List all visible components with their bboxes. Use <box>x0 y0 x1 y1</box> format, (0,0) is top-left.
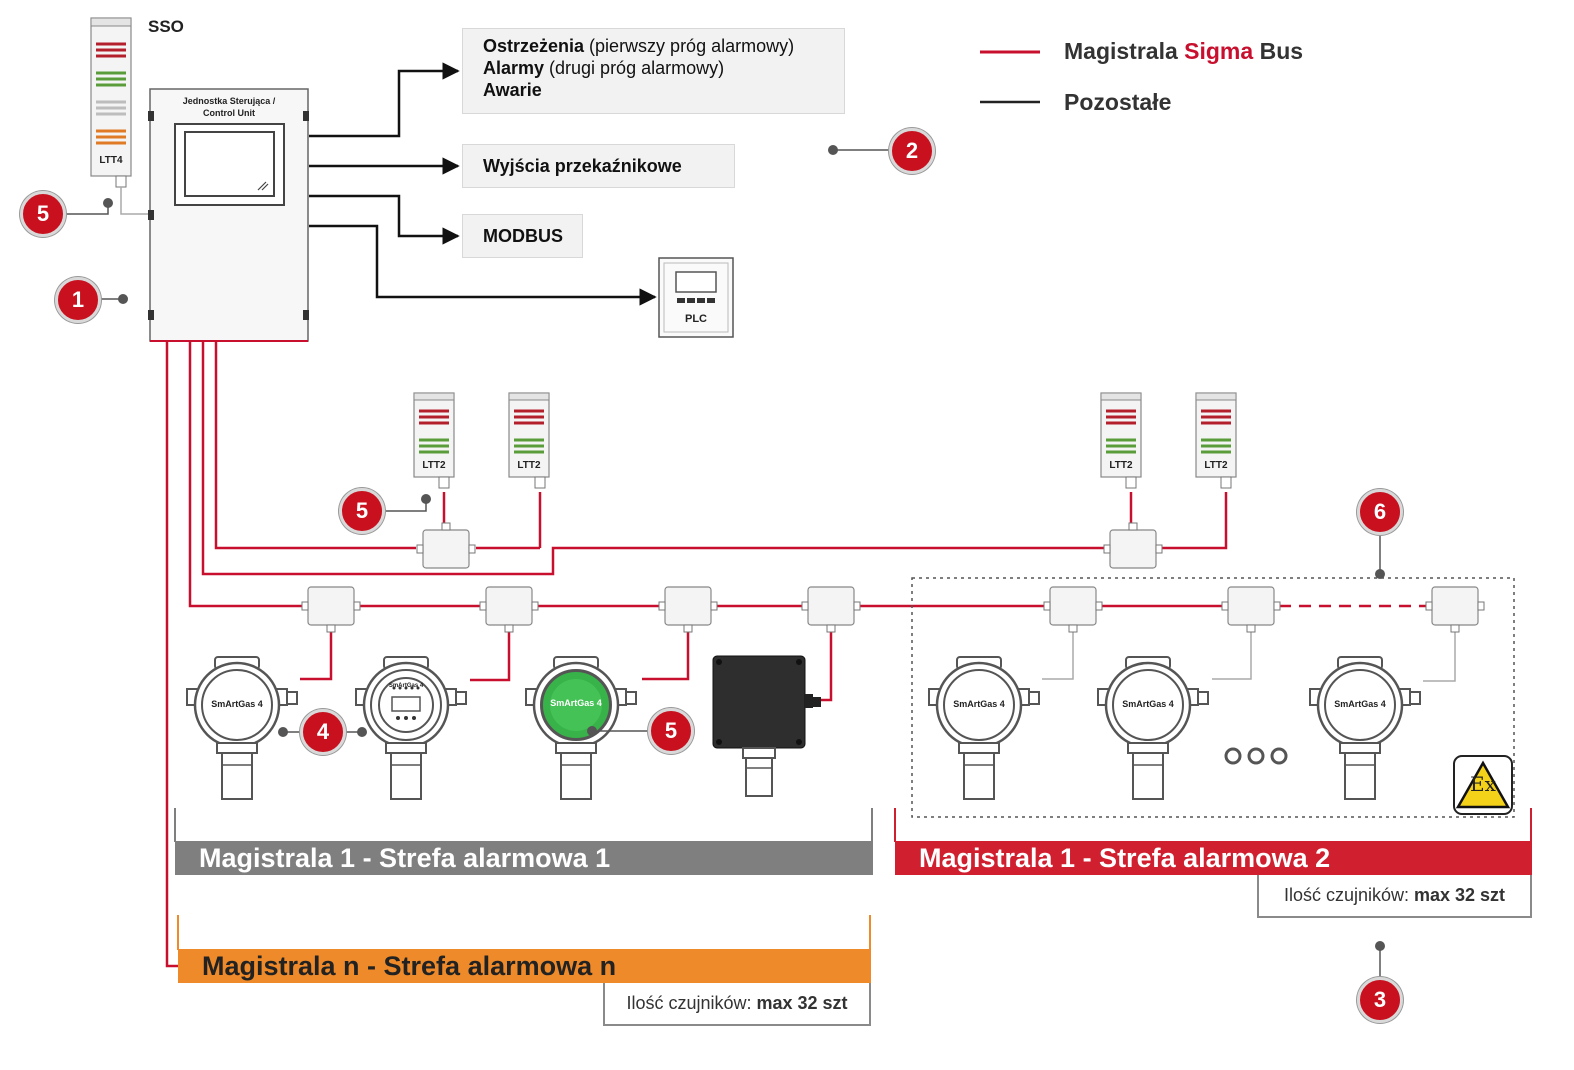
zone-n-bar: Magistrala n - Strefa alarmowa n <box>178 949 871 983</box>
badge-6: 6 <box>1357 489 1403 535</box>
badge-5: 5 <box>339 488 385 534</box>
gas-sensors <box>185 655 1422 801</box>
legend-other: Pozostałe <box>1064 89 1172 115</box>
sensor-label: SmArtGas 4 <box>211 699 263 709</box>
ltt2-label: LTT2 <box>1204 460 1228 471</box>
ex-badge <box>1453 755 1513 815</box>
control-unit-label: Jednostka Sterująca / Control Unit <box>182 96 276 118</box>
output-alarms: Alarmy (drugi próg alarmowy) <box>483 58 725 78</box>
ltt2-label: LTT2 <box>1109 460 1133 471</box>
badge-3: 3 <box>1357 977 1403 1023</box>
plc-device <box>658 257 734 338</box>
sensor-count-box: Ilość czujników: max 32 szt <box>1257 875 1532 918</box>
zone-2-bar: Magistrala 1 - Strefa alarmowa 2 <box>895 841 1532 875</box>
output-faults: Awarie <box>483 80 542 100</box>
io-module <box>712 655 821 797</box>
zone-1-bar: Magistrala 1 - Strefa alarmowa 1 <box>175 841 873 875</box>
sensor-label: SmArtGas 4 <box>388 683 424 689</box>
control-unit <box>148 88 309 342</box>
plc-label: PLC <box>685 313 707 325</box>
sensor-label: SmArtGas 4 <box>550 698 602 708</box>
sensor-label: SmArtGas 4 <box>1122 699 1174 709</box>
ltt4-beacon <box>90 17 150 215</box>
modbus-box: MODBUS <box>462 214 583 258</box>
more-sensors-ellipsis <box>1224 747 1288 765</box>
badge-4: 4 <box>300 709 346 755</box>
sensor-label: SmArtGas 4 <box>1334 699 1386 709</box>
output-warnings: Ostrzeżenia (pierwszy próg alarmowy) <box>483 36 795 56</box>
zone2-frame <box>911 577 1515 818</box>
ltt2-label: LTT2 <box>517 460 541 471</box>
alarm-outputs-box: Ostrzeżenia (pierwszy próg alarmowy) Ala… <box>462 28 845 114</box>
relay-outputs-box: Wyjścia przekaźnikowe <box>462 144 735 188</box>
badge-5: 5 <box>648 708 694 754</box>
ltt2-label: LTT2 <box>422 460 446 471</box>
ltt4-label: LTT4 <box>99 155 123 166</box>
ltt2-beacons <box>413 392 1237 489</box>
badge-2: 2 <box>889 128 935 174</box>
badge-1: 1 <box>55 277 101 323</box>
output-lines <box>309 62 657 306</box>
sso-label: SSO <box>148 17 184 36</box>
sensor-count-box: Ilość czujników: max 32 szt <box>603 983 871 1026</box>
badge-5: 5 <box>20 191 66 237</box>
ex-label: Ex <box>1470 772 1496 796</box>
legend-sigma-bus: Magistrala Sigma Bus <box>1064 38 1304 64</box>
sensor-label: SmArtGas 4 <box>953 699 1005 709</box>
